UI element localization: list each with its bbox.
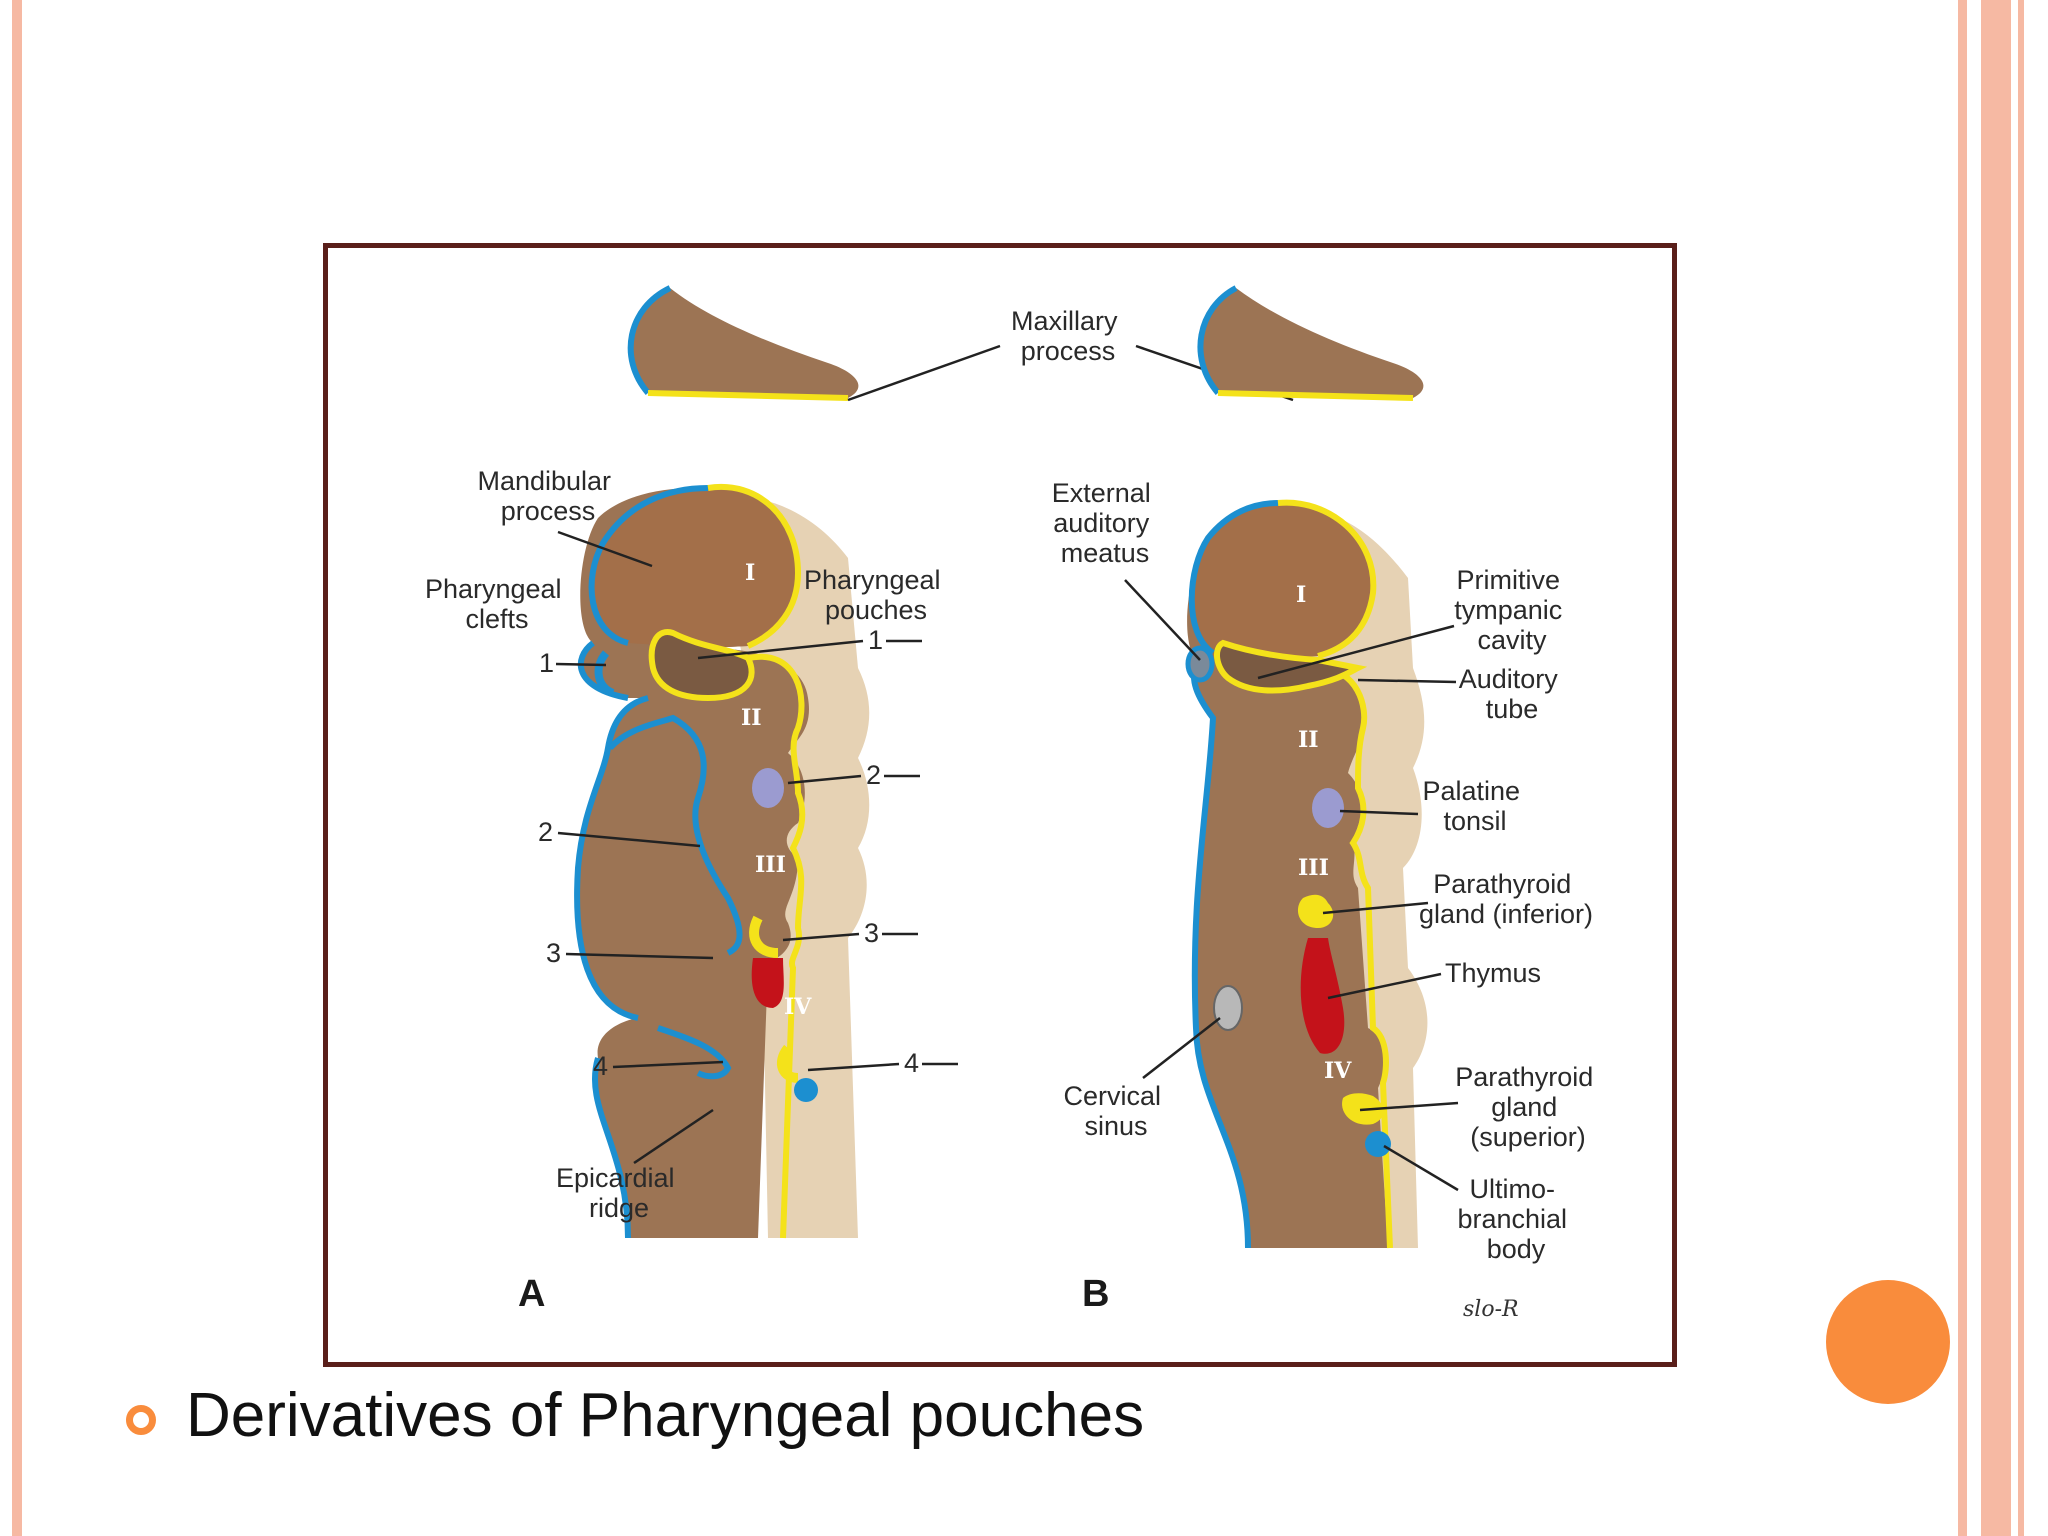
slide-deco-right-edge-stripe (2018, 0, 2024, 1536)
b-arch-one-region (1191, 502, 1374, 658)
label-clefts: Pharyngeal clefts (425, 574, 569, 634)
a-maxillary-ectoderm (627, 285, 672, 395)
a-cleft-one (594, 650, 615, 697)
a-arch-label-4: IV (784, 994, 812, 1020)
pouch-number-1: 1 (868, 625, 883, 655)
b-palatine-tonsil (1312, 788, 1344, 828)
pouch-number-4: 4 (904, 1048, 919, 1078)
cleft-number-2: 2 (538, 817, 553, 847)
b-arch-label-1: I (1296, 582, 1306, 608)
leader-palatine-tonsil (1339, 809, 1419, 816)
leader-tympanic-cavity (1257, 624, 1455, 680)
label-palatine-tonsil: Palatine tonsil (1422, 776, 1527, 836)
cleft-number-1: 1 (539, 648, 554, 678)
cleft-number-3: 3 (546, 938, 561, 968)
b-ultimobranchial-body (1365, 1131, 1391, 1157)
b-parathyroid-inferior (1298, 894, 1334, 928)
leader-parathyroid-superior (1359, 1101, 1459, 1112)
leader-cleft-1 (555, 662, 607, 667)
b-maxillary-ectoderm (1197, 285, 1238, 395)
a-cleft-four-groove (657, 1025, 732, 1080)
leader-ultimobranchial-body (1383, 1144, 1459, 1192)
label-mandibular: Mandibular process (477, 466, 618, 526)
pouch-number-3: 3 (864, 918, 879, 948)
leader-pouch-3 (782, 932, 860, 942)
a-ectoderm-outline (574, 485, 709, 1239)
b-maxillary-endoderm (1217, 390, 1414, 401)
label-maxillary-a: Maxillary process (1011, 306, 1125, 366)
leader-mandibular (557, 530, 653, 568)
leader-epicardial (633, 1108, 714, 1165)
slide-deco-right-thin-stripe (1958, 0, 1967, 1536)
slide-deco-right-thick-stripe (1981, 0, 2011, 1536)
a-cleft-two-groove (607, 714, 743, 956)
label-pouches: Pharyngeal pouches (804, 565, 948, 625)
b-arch-label-4: IV (1324, 1058, 1352, 1084)
label-ultimobranchial-body: Ultimo- branchial body (1457, 1174, 1574, 1264)
panel-letter-b: B (1082, 1273, 1109, 1315)
b-cervical-sinus (1213, 985, 1243, 1031)
label-thymus: Thymus (1445, 958, 1541, 988)
accent-circle (1826, 1280, 1950, 1404)
a-thymus-bud (751, 958, 784, 1008)
a-pouch-four-endoderm (776, 1044, 799, 1083)
leader-pouch-4 (807, 1062, 900, 1072)
leader-cervical-sinus (1142, 1017, 1221, 1079)
label-parathyroid-inferior: Parathyroid gland (inferior) (1419, 869, 1593, 929)
leader-auditory-tube (1357, 678, 1457, 684)
a-arch-label-3: III (755, 852, 786, 878)
label-external-auditory-meatus: External auditory meatus (1052, 478, 1159, 568)
label-tympanic-cavity: Primitive tympanic cavity (1454, 565, 1570, 655)
leader-pouch-1 (697, 639, 864, 660)
pouch-number-2: 2 (866, 760, 881, 790)
leader-maxillary-a (847, 344, 1001, 402)
a-arch-label-2: II (741, 705, 762, 731)
a-endoderm-outline (707, 483, 806, 1239)
pharyngeal-diagram: I II III IV Maxillary process Mandibular… (425, 285, 1601, 1322)
b-ectoderm-outline (1188, 500, 1279, 1249)
label-epicardial: Epicardial ridge (556, 1163, 682, 1223)
pharyngeal-figure: I II III IV Maxillary process Mandibular… (323, 243, 1677, 1367)
leader-cleft-2 (557, 831, 701, 848)
leader-pouch-2 (787, 774, 862, 785)
b-maxillary-process (1200, 288, 1424, 398)
cleft-number-4: 4 (593, 1051, 608, 1081)
b-arch-label-3: III (1298, 855, 1329, 881)
b-endoderm-outline (1277, 499, 1393, 1249)
a-maxillary-endoderm (647, 390, 849, 401)
bullet-icon (126, 1405, 156, 1435)
a-pouch-three-endoderm (749, 915, 779, 958)
leader-cleft-4 (612, 1060, 724, 1069)
a-arch-one-region (591, 486, 798, 648)
leader-parathyroid-inferior (1322, 901, 1429, 915)
label-parathyroid-superior: Parathyroid gland (superior) (1455, 1062, 1601, 1152)
slide-caption: Derivatives of Pharyngeal pouches (186, 1381, 1145, 1450)
a-arch-label-1: I (745, 560, 755, 586)
b-tympanic-cavity (1214, 639, 1368, 694)
slide-deco-left-stripe (12, 0, 22, 1536)
a-ultimobranchial-bud (794, 1078, 818, 1102)
leader-external-auditory-meatus (1124, 579, 1201, 661)
panel-letter-a: A (518, 1273, 545, 1315)
label-auditory-tube: Auditory tube (1459, 664, 1566, 724)
b-body (1187, 502, 1388, 1249)
panel-b: I II III IV External auditory meatus Pri… (1052, 285, 1601, 1322)
label-cervical-sinus: Cervical sinus (1063, 1081, 1168, 1141)
b-external-meatus (1185, 645, 1215, 683)
leader-cleft-3 (565, 952, 714, 960)
a-maxillary-process (630, 288, 859, 398)
a-pouch-one (648, 629, 755, 702)
panel-a: I II III IV Maxillary process Mandibular… (425, 285, 1294, 1315)
b-thymus (1300, 938, 1345, 1054)
a-tonsil (752, 768, 784, 808)
b-arch-label-2: II (1298, 727, 1319, 753)
artist-signature: slo-R (1463, 1297, 1519, 1322)
leader-thymus (1327, 972, 1442, 1000)
